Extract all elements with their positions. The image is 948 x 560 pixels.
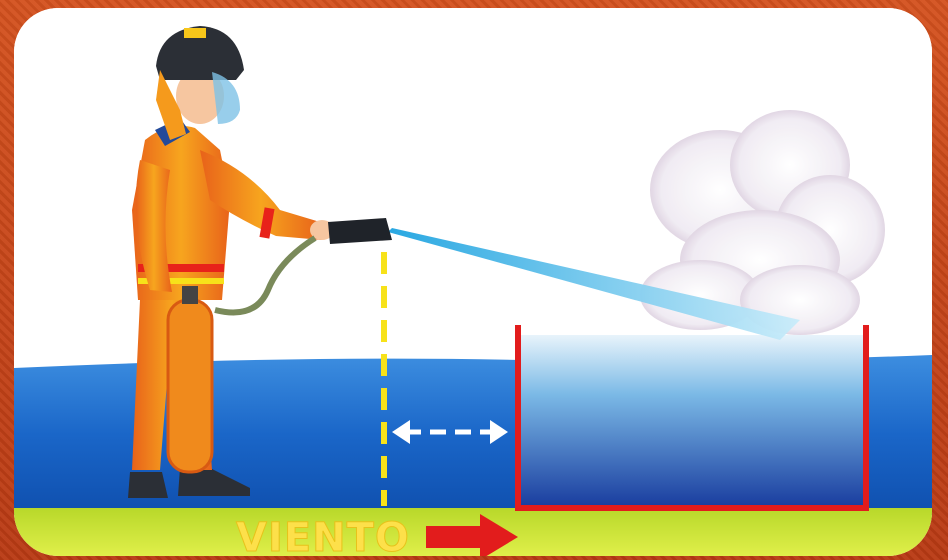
fire-container [515,325,869,511]
container-liquid [520,335,863,505]
face [176,68,224,124]
container-outline [515,325,869,511]
hand [310,220,334,240]
left-arm [135,160,172,292]
extinguisher-valve [182,286,198,304]
wind-label: VIENTO [236,515,410,557]
wind-arrow-icon [426,514,518,556]
helmet [156,26,244,80]
distance-arrow [392,420,508,444]
helmet-neck-cover [156,70,186,140]
extinguisher-hose [214,235,317,316]
smoke-cloud [640,110,885,335]
jacket-stripe [138,264,224,272]
illustration-panel: VIENTO [14,8,932,556]
scene [14,8,932,556]
right-arm [200,150,322,240]
extinguisher-nozzle [328,218,392,244]
extinguisher-cylinder [166,298,214,474]
right-boot [178,468,250,496]
helmet-badge [184,28,206,38]
face-shield [212,72,240,124]
firefighter [128,26,392,498]
extinguisher-spray [388,228,800,340]
jacket-stripe-reflective [138,278,224,284]
left-boot [128,472,168,498]
